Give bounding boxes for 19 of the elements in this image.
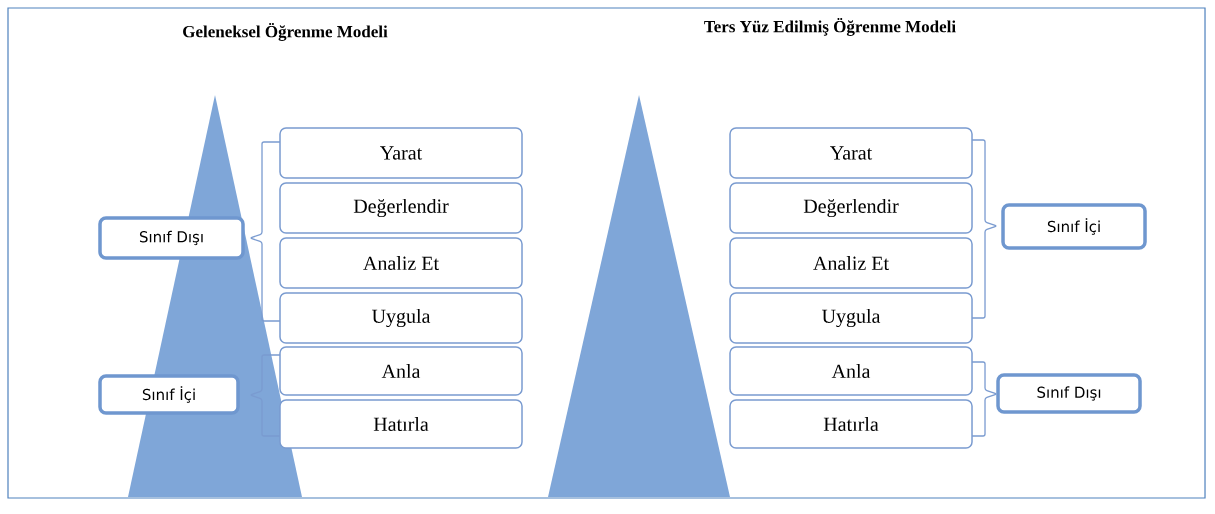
- level-box: Yarat: [279, 127, 523, 179]
- heading: Geleneksel Öğrenme Modeli: [183, 23, 388, 41]
- level-box: Hatırla: [279, 399, 523, 449]
- category-box: Sınıf İçi: [98, 374, 240, 415]
- level-box: Analiz Et: [279, 237, 523, 289]
- level-box: Analiz Et: [729, 237, 973, 289]
- level-box: Değerlendir: [729, 182, 973, 234]
- level-box: Uygula: [729, 292, 973, 344]
- category-box: Sınıf İçi: [1001, 203, 1147, 250]
- heading: Ters Yüz Edilmiş Öğrenme Modeli: [704, 18, 956, 36]
- level-box: Anla: [279, 346, 523, 396]
- level-box: Uygula: [279, 292, 523, 344]
- category-box: Sınıf Dışı: [996, 373, 1142, 414]
- level-box: Anla: [729, 346, 973, 396]
- level-box: Yarat: [729, 127, 973, 179]
- pyramid: [548, 95, 730, 497]
- level-box: Hatırla: [729, 399, 973, 449]
- category-box: Sınıf Dışı: [98, 216, 245, 260]
- level-box: Değerlendir: [279, 182, 523, 234]
